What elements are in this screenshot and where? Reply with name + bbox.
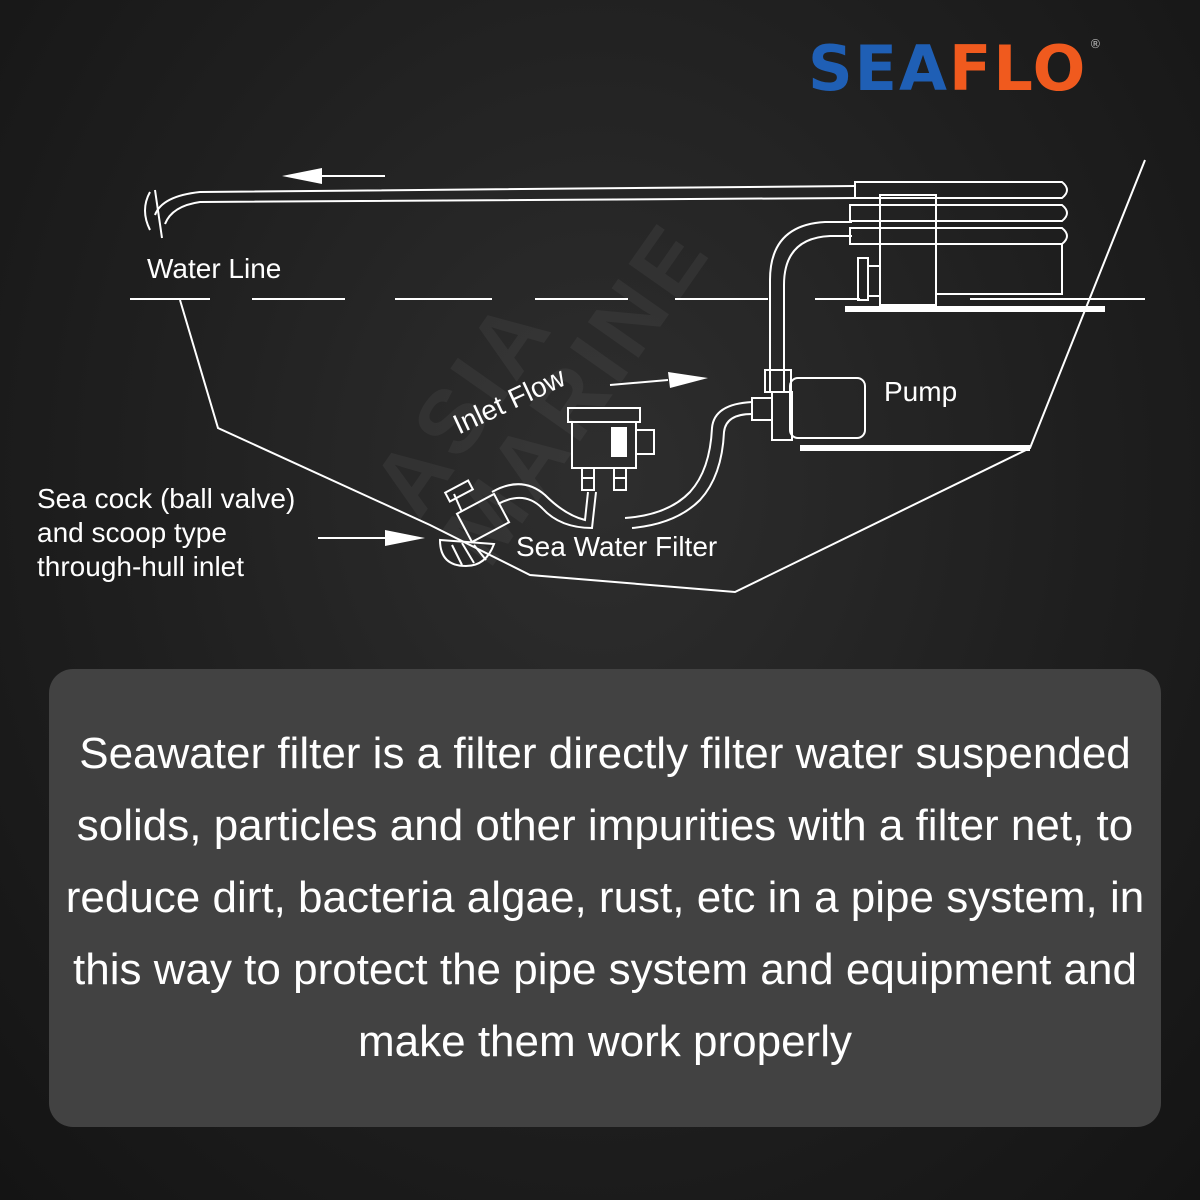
pump-label: Pump — [884, 376, 958, 407]
sea-cock-label-line2: and scoop type — [37, 517, 227, 548]
logo-sea: SEA — [808, 32, 949, 105]
sea-water-filter-label: Sea Water Filter — [516, 531, 718, 562]
water-line-label: Water Line — [147, 253, 282, 284]
pump-icon — [751, 377, 1030, 451]
registered-mark: ® — [1089, 37, 1104, 51]
description-text: Seawater filter is a filter directly fil… — [65, 729, 1145, 1066]
exhaust-outlet — [144, 189, 163, 239]
seaflo-logo: SEAFLO ® — [808, 38, 1101, 100]
description-box: Seawater filter is a filter directly fil… — [49, 669, 1161, 1127]
flow-arrow-inlet — [609, 379, 669, 386]
sea-cock-valve-icon — [438, 479, 511, 568]
pump-to-engine-hose — [769, 221, 852, 392]
sea-cock-label-line1: Sea cock (ball valve) — [37, 483, 296, 514]
sea-cock-label: Sea cock (ball valve) and scoop type thr… — [37, 482, 357, 584]
boat-plumbing-diagram — [0, 0, 1200, 660]
engine-block — [849, 181, 1068, 306]
sea-cock-label-line3: through-hull inlet — [37, 551, 245, 582]
filter-to-pump-hose — [624, 401, 753, 519]
discharge-hose — [154, 185, 856, 216]
logo-flo: FLO — [949, 32, 1088, 105]
valve-to-filter-hose — [491, 483, 589, 522]
sea-water-filter-icon — [567, 407, 655, 491]
